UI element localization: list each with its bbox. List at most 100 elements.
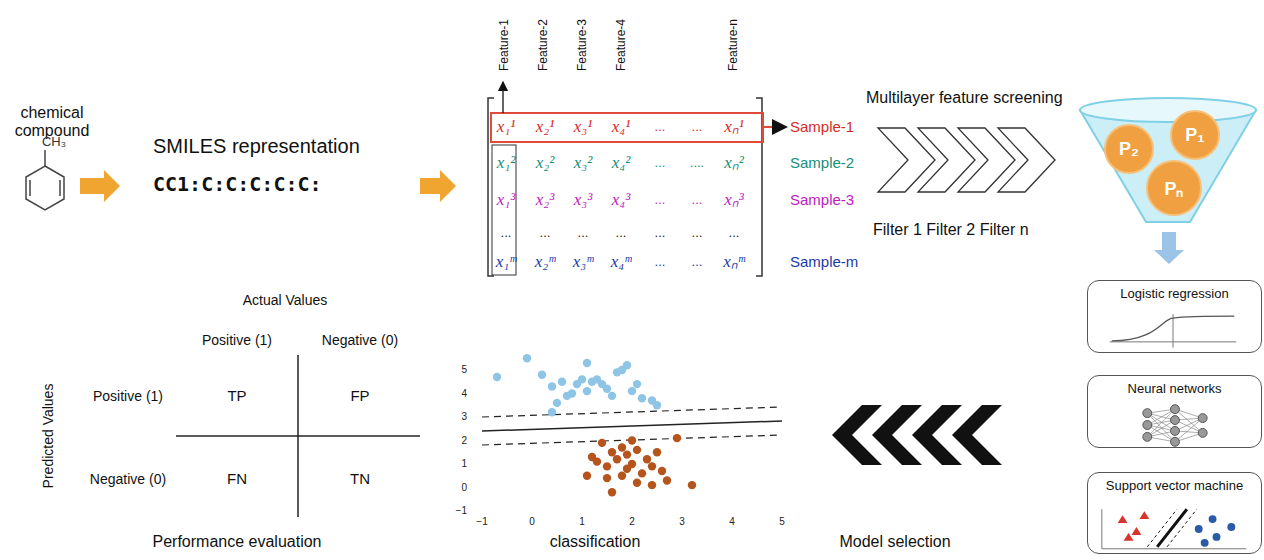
matrix-cell: ... bbox=[655, 255, 666, 270]
table-header: Negative (0) bbox=[90, 471, 166, 487]
filter-label: Filter 1 Filter 2 Filter n bbox=[873, 221, 1029, 239]
data-point bbox=[598, 439, 606, 447]
data-point bbox=[633, 380, 641, 388]
data-point bbox=[493, 373, 501, 381]
sample-label: Sample-m bbox=[790, 253, 858, 270]
data-point bbox=[623, 361, 631, 369]
data-point bbox=[558, 378, 566, 386]
matrix-cell: x₃² bbox=[574, 153, 593, 173]
matrix-cell: ... bbox=[540, 226, 551, 241]
tick-label: 0 bbox=[529, 516, 535, 528]
matrix-cell: x₂² bbox=[536, 153, 555, 173]
matrix-cell: ... bbox=[578, 226, 589, 241]
axis-title: Predicted Values bbox=[40, 384, 56, 489]
data-point bbox=[583, 359, 591, 367]
data-point bbox=[523, 354, 531, 362]
data-point bbox=[653, 401, 661, 409]
funnel-circle: Pₙ bbox=[1146, 160, 1202, 216]
model-name: Neural networks bbox=[1088, 376, 1261, 397]
matrix-cell: xₙ² bbox=[724, 153, 744, 173]
data-point bbox=[673, 434, 681, 442]
feature-header: Feature-4 bbox=[615, 19, 629, 71]
matrix-cell: ... bbox=[692, 226, 703, 241]
table-cell: FN bbox=[227, 470, 247, 487]
data-point bbox=[553, 399, 561, 407]
row-highlight bbox=[491, 113, 763, 142]
matrix-cell: x₄ᵐ bbox=[611, 252, 632, 272]
funnel-rim bbox=[1080, 98, 1256, 122]
data-point bbox=[603, 385, 611, 393]
matrix-cell: .... bbox=[690, 156, 704, 171]
tick-label: 1 bbox=[579, 516, 585, 528]
data-point bbox=[638, 469, 646, 477]
feature-header: Feature-n bbox=[727, 19, 741, 71]
caption-label: Performance evaluation bbox=[153, 533, 322, 551]
data-point bbox=[648, 481, 656, 489]
model-box: Neural networks bbox=[1087, 375, 1262, 448]
selection-chevrons bbox=[832, 405, 1002, 465]
tick-label: 0 bbox=[461, 482, 467, 494]
data-point bbox=[608, 392, 616, 400]
tick-label: 1 bbox=[461, 458, 467, 470]
tick-label: −1 bbox=[456, 505, 467, 517]
matrix-cell: ... bbox=[655, 120, 666, 135]
matrix-cell: x₃ᵐ bbox=[573, 252, 594, 272]
data-point bbox=[608, 488, 616, 496]
data-point bbox=[628, 460, 636, 468]
data-point bbox=[628, 436, 636, 444]
tick-label: 2 bbox=[629, 516, 635, 528]
sample-label: Sample-3 bbox=[790, 191, 854, 208]
matrix-cell: x₂³ bbox=[536, 190, 555, 210]
tick-label: 4 bbox=[729, 516, 735, 528]
model-icon bbox=[1088, 505, 1261, 553]
matrix-cell: ... bbox=[692, 255, 703, 270]
funnel-circle: P₂ bbox=[1104, 124, 1154, 174]
flow-arrow bbox=[420, 170, 456, 202]
tick-label: 5 bbox=[779, 516, 785, 528]
matrix-cell: ... bbox=[692, 120, 703, 135]
data-point bbox=[653, 448, 661, 456]
matrix-cell: x₂ᵐ bbox=[535, 252, 556, 272]
feature-header: Feature-2 bbox=[537, 19, 551, 71]
matrix-cell: ... bbox=[501, 226, 512, 241]
sample-label: Sample-2 bbox=[790, 154, 854, 171]
circle-label: P₂ bbox=[1119, 139, 1139, 160]
data-point bbox=[658, 467, 666, 475]
model-box: Logistic regression bbox=[1087, 280, 1262, 353]
matrix-cell: x₁³ bbox=[497, 190, 516, 210]
data-point bbox=[618, 443, 626, 451]
caption-label: Model selection bbox=[839, 533, 950, 551]
matrix-cell: xₙᵐ bbox=[723, 252, 745, 272]
matrix-cell: x₄³ bbox=[612, 190, 631, 210]
matrix-cell: xₙ¹ bbox=[724, 117, 744, 137]
leader-arrow bbox=[502, 82, 503, 113]
data-point bbox=[663, 476, 671, 484]
smiles-string: CC1:C:C:C:C:C: bbox=[153, 173, 322, 196]
matrix-cell: x₃³ bbox=[574, 190, 593, 210]
column-highlight bbox=[492, 145, 516, 275]
data-point bbox=[548, 408, 556, 416]
data-point bbox=[608, 448, 616, 456]
tick-label: 4 bbox=[461, 388, 467, 400]
table-header: Negative (0) bbox=[322, 332, 398, 348]
data-point bbox=[538, 371, 546, 379]
matrix-cell: ... bbox=[655, 193, 666, 208]
leader-arrow bbox=[763, 126, 786, 128]
data-point bbox=[613, 455, 621, 463]
data-point bbox=[638, 394, 646, 402]
data-point bbox=[628, 387, 636, 395]
scatter-plot bbox=[482, 354, 782, 496]
funnel-circle: P₁ bbox=[1170, 110, 1220, 160]
feature-header: Feature-1 bbox=[498, 19, 512, 71]
sample-label: Sample-1 bbox=[790, 118, 854, 135]
data-point bbox=[633, 446, 641, 454]
data-point bbox=[583, 472, 591, 480]
matrix-cell: x₄² bbox=[612, 153, 631, 173]
tick-label: 2 bbox=[461, 435, 467, 447]
heading-label: SMILES representation bbox=[153, 135, 360, 158]
model-name: Logistic regression bbox=[1088, 281, 1261, 302]
data-point bbox=[633, 479, 641, 487]
data-point bbox=[648, 462, 656, 470]
feature-header: Feature-3 bbox=[576, 19, 590, 71]
